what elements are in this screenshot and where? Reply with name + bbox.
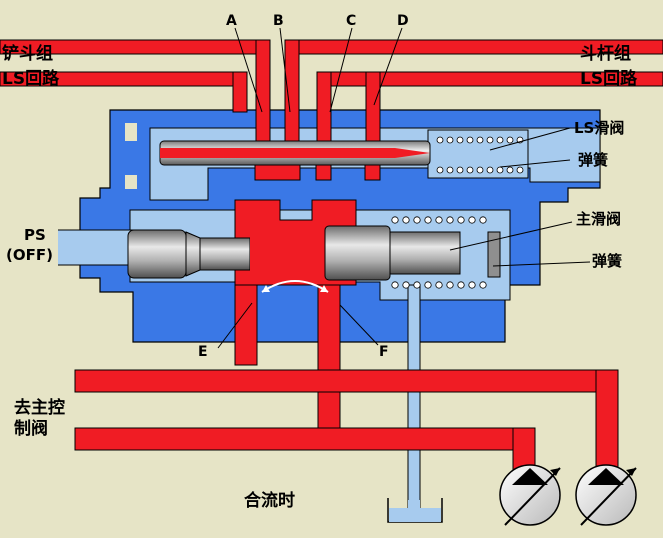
pump-left-icon — [499, 464, 561, 526]
right-top-label-line2: LS回路 — [580, 69, 638, 89]
leader-lines — [217, 27, 591, 349]
right-top-label-line1: 斗杆组 — [580, 44, 631, 64]
spring-lower-label: 弹簧 — [592, 252, 623, 270]
label-f: F — [379, 344, 389, 360]
drain-line — [407, 284, 421, 516]
upper-spring — [436, 136, 524, 174]
lower-spring — [391, 216, 487, 289]
housing-notch — [125, 175, 137, 189]
caption: 合流时 — [244, 491, 295, 511]
ps-label: PS — [24, 226, 46, 244]
main-spool-label: 主滑阀 — [576, 210, 622, 228]
label-b: B — [273, 13, 284, 29]
ls-spool-inner-channel — [160, 148, 430, 158]
label-c: C — [346, 13, 357, 29]
housing-notch — [125, 123, 137, 141]
flow-direction-arc-icon — [261, 280, 329, 293]
label-e: E — [198, 344, 208, 360]
main-spool — [127, 225, 501, 281]
label-a: A — [226, 13, 237, 29]
left-top-label-line2: LS回路 — [2, 69, 60, 89]
ls-spool-label: LS滑阀 — [574, 119, 625, 137]
to-main-valve-label-line1: 去主控 — [14, 398, 65, 418]
pump-right-icon — [575, 464, 637, 526]
ps-state-label: (OFF) — [6, 246, 53, 264]
ps-inlet-port — [58, 230, 138, 265]
left-top-label-line1: 铲斗组 — [2, 44, 53, 64]
label-d: D — [397, 13, 409, 29]
main-control-lines — [74, 284, 619, 471]
to-main-valve-label-line2: 制阀 — [14, 419, 48, 439]
spring-upper-label: 弹簧 — [578, 151, 609, 169]
